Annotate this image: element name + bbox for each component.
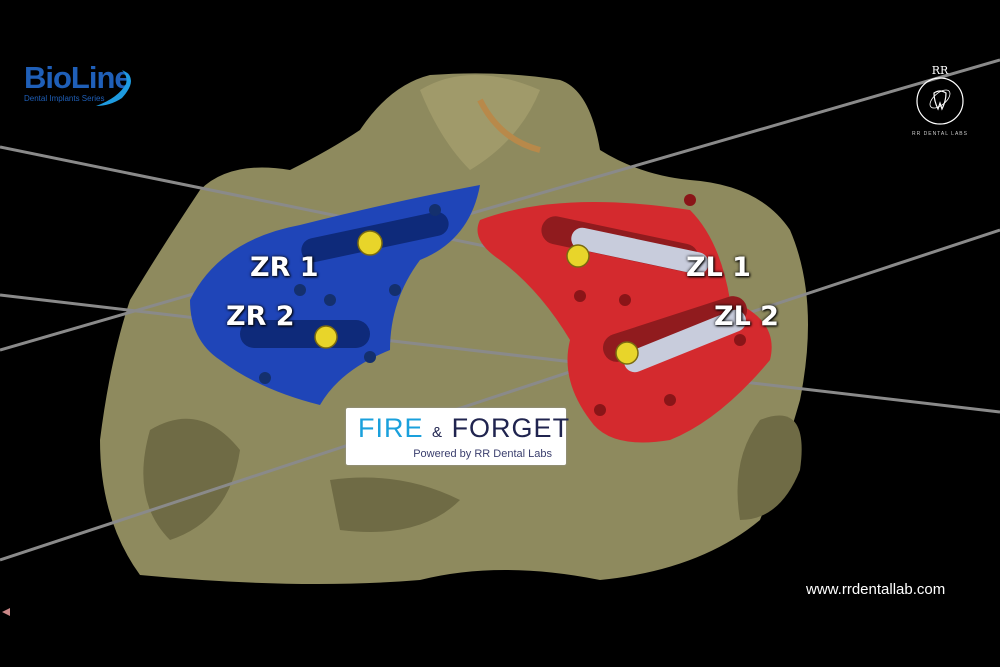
rr-dental-labs-logo: RR RR DENTAL LABS bbox=[908, 64, 972, 138]
fire-and-forget-title: FIRE & FORGET bbox=[358, 413, 570, 448]
ampersand: & bbox=[432, 424, 444, 441]
guide-fixation-holes bbox=[259, 204, 441, 384]
tooth-implant-icon bbox=[916, 77, 964, 125]
implant-sleeves bbox=[571, 227, 747, 373]
implant-label-zr1: ZR 1 bbox=[250, 252, 319, 283]
website-url: www.rrdentallab.com bbox=[806, 581, 946, 598]
bioline-logo: BioLine Dental Implants Series bbox=[24, 60, 132, 104]
forget-word: FORGET bbox=[451, 413, 571, 443]
implant-label-zl1: ZL 1 bbox=[686, 252, 751, 283]
rr-dental-labs-name: RR DENTAL LABS bbox=[912, 131, 968, 137]
implant-heads bbox=[314, 230, 639, 365]
fire-word: FIRE bbox=[358, 413, 424, 443]
bioline-name: BioLine bbox=[24, 60, 132, 95]
fire-and-forget-badge: FIRE & FORGET Powered by RR Dental Labs bbox=[346, 408, 569, 465]
bioline-swoosh-icon bbox=[96, 70, 131, 106]
maxilla-bone-model bbox=[100, 73, 808, 584]
implant-label-zr2: ZR 2 bbox=[226, 301, 295, 332]
arrow-icon bbox=[2, 608, 10, 616]
rr-initials: RR bbox=[931, 64, 949, 77]
implant-label-zl2: ZL 2 bbox=[714, 301, 779, 332]
bioline-tagline: Dental Implants Series bbox=[24, 94, 105, 103]
powered-by-text: Powered by RR Dental Labs bbox=[413, 448, 552, 460]
